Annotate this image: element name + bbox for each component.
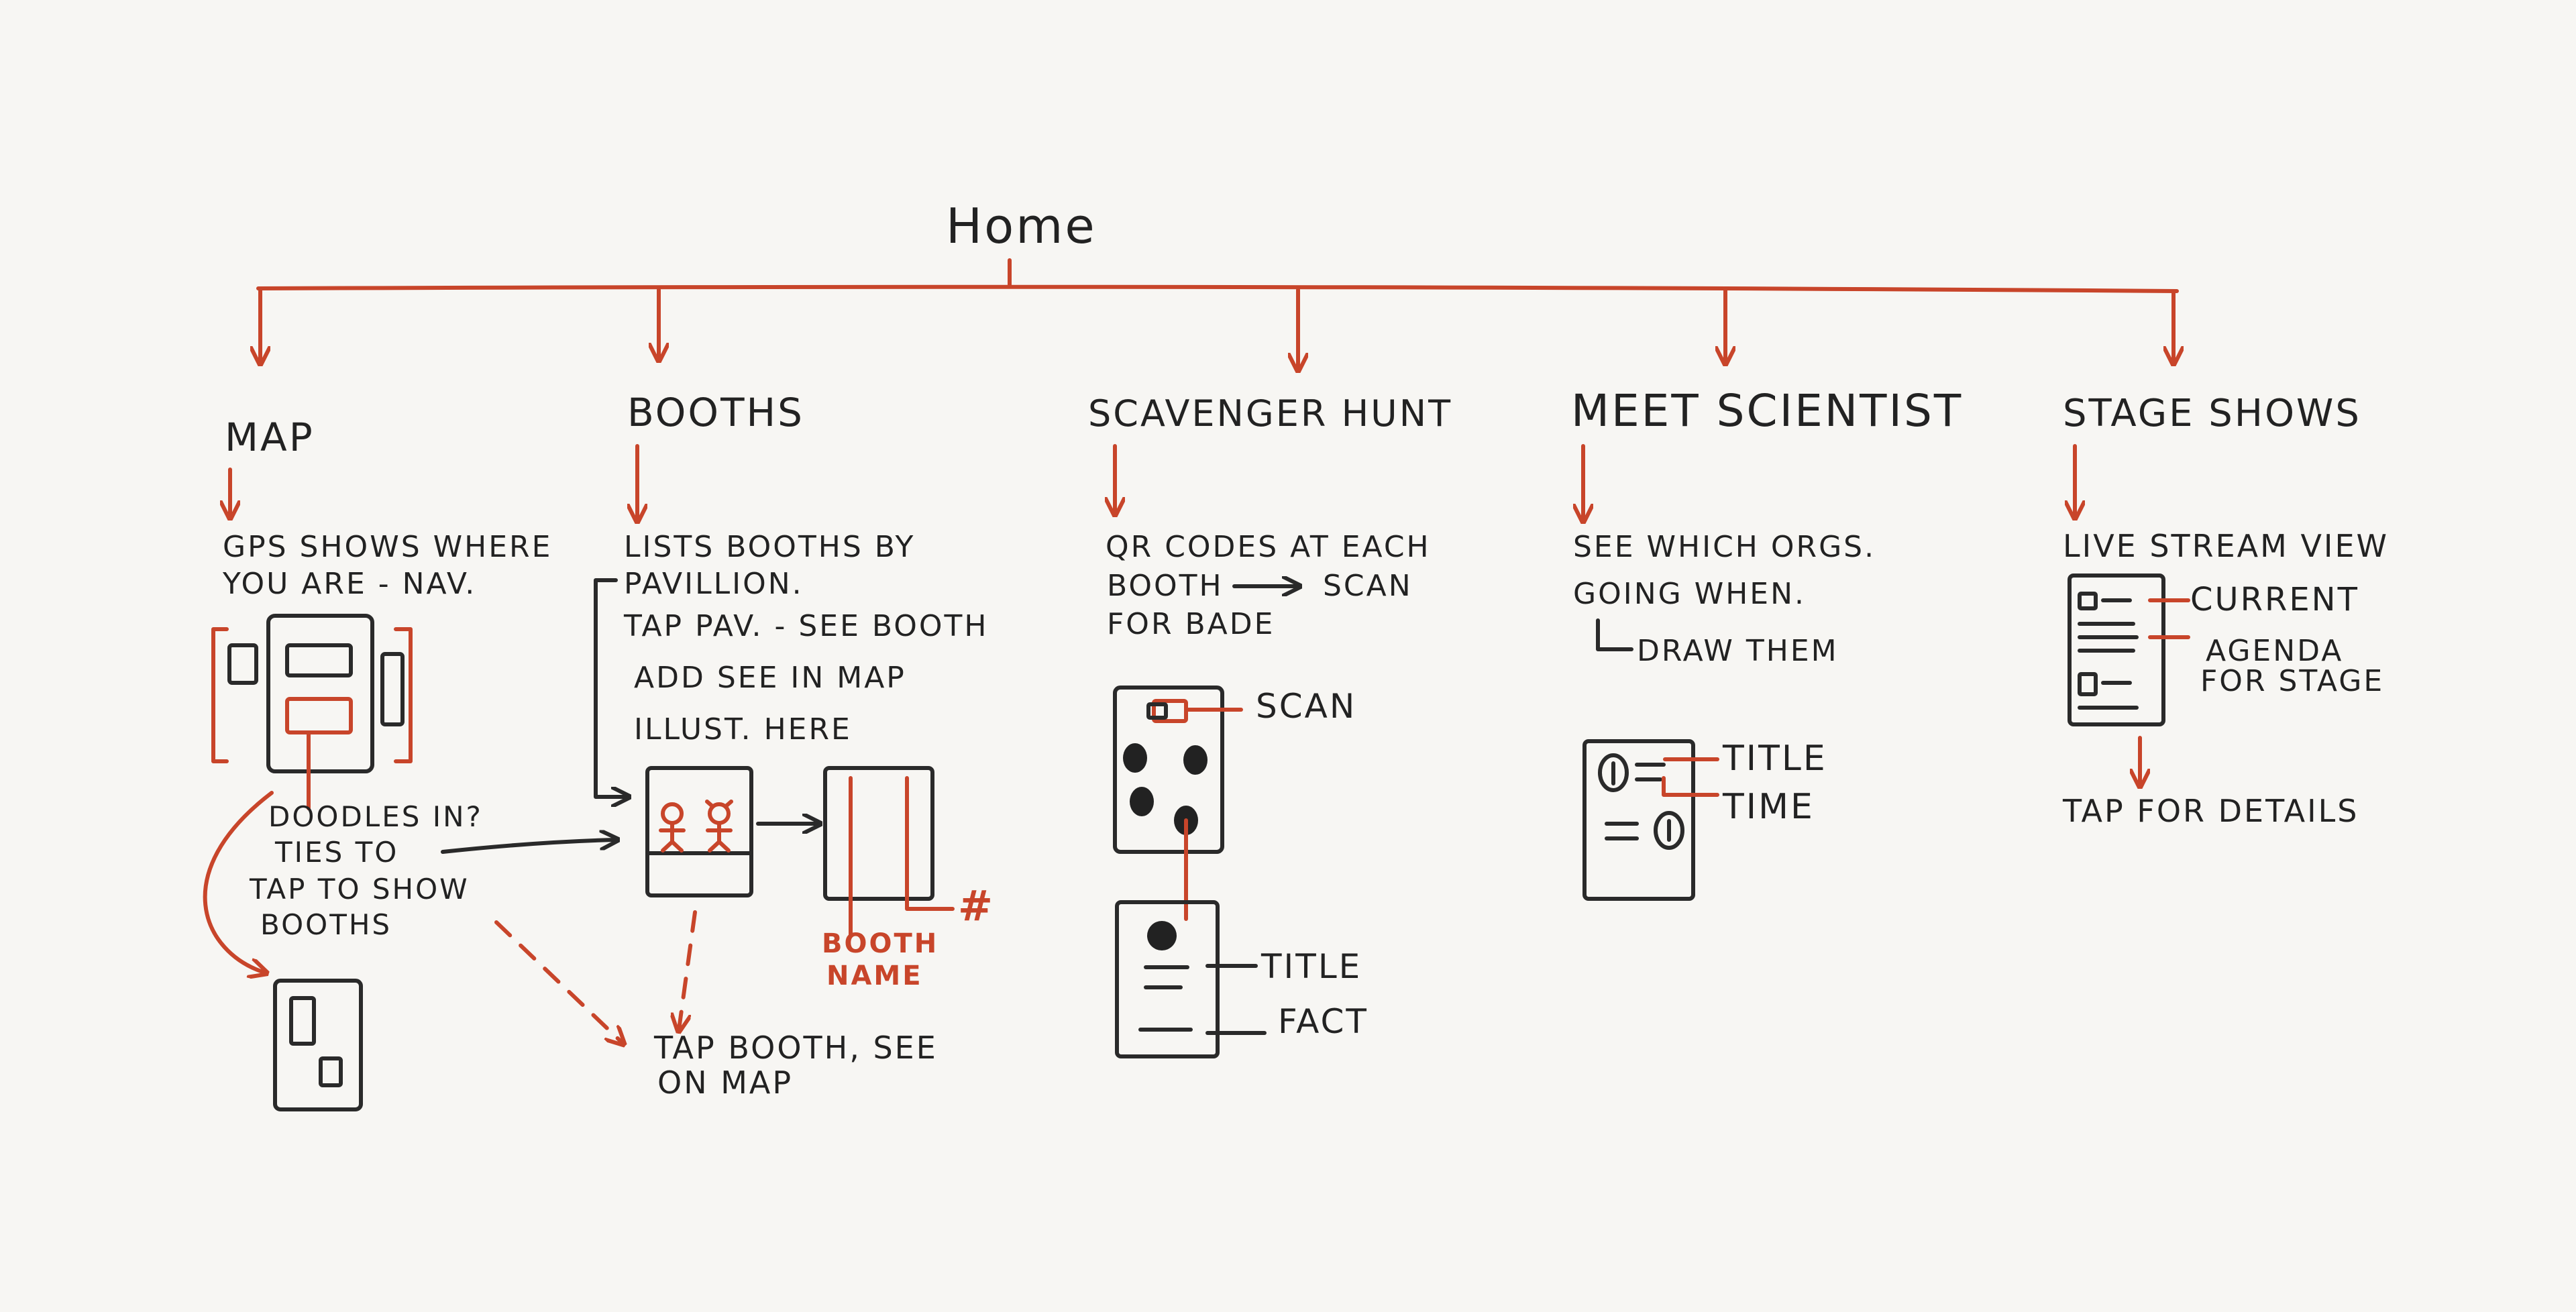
booth-name-label-2: name: [826, 961, 923, 991]
stage-current-label: Current: [2190, 581, 2359, 618]
scan-dot-1: [1123, 743, 1147, 773]
map-tile-selected: [285, 697, 353, 734]
scientist-desc-elbow: [1596, 618, 1633, 651]
scavenger-title: Scavenger Hunt: [1088, 392, 1452, 435]
fact-card-dot: [1147, 921, 1177, 950]
left-bracket: [211, 627, 229, 763]
map-curve-arrow: [203, 791, 274, 973]
map-title: Map: [225, 415, 315, 460]
map-small-rect-2: [319, 1056, 343, 1087]
fact-card-wireframe: [1115, 900, 1220, 1058]
map-desc-2: you are - nav.: [222, 567, 476, 601]
booth-to-map-arrow: [679, 910, 697, 1030]
right-bracket: [394, 627, 413, 763]
scientist-desc-2: going when.: [1573, 577, 1806, 611]
scan-dot-2: [1183, 745, 1208, 775]
booths-title: Booths: [627, 390, 804, 435]
home-branch-line: [256, 284, 2179, 293]
map-section: Map GPS shows where you are - nav. Doodl…: [203, 415, 623, 1111]
home-title: Home: [946, 198, 1097, 254]
stage-agenda-label-1: Agenda: [2206, 634, 2343, 668]
scientist-avatar-2: [1654, 811, 1684, 850]
map-doodles-1: Doodles in?: [268, 800, 483, 833]
left-panel: [227, 643, 258, 685]
booths-desc-3: Tap pav. - see booth: [623, 609, 989, 643]
stage-icon-2: [2078, 672, 2098, 696]
map-doodles-2: ties to: [274, 836, 398, 869]
stage-phone-wireframe: [2068, 573, 2165, 726]
scavenger-desc-scan: scan: [1323, 569, 1413, 603]
scan-label: Scan: [1256, 687, 1356, 726]
stage-section: Stage shows Live stream view Current Age…: [2062, 392, 2389, 829]
booths-desc-4: add see in map: [634, 661, 906, 695]
stage-agenda-label-2: for stage: [2200, 664, 2384, 698]
qr-scan-inner: [1146, 702, 1168, 720]
tap-to-show-arrow: [494, 920, 623, 1043]
booth-detail-wireframe: [823, 766, 934, 901]
fact-label: Fact: [1278, 1002, 1368, 1041]
scientist-desc-1: See which orgs.: [1573, 530, 1876, 564]
time-pointer: [1662, 776, 1719, 797]
scavenger-section: Scavenger Hunt QR codes at each booth sc…: [1088, 392, 1452, 1058]
booths-desc-2: pavillion.: [624, 567, 804, 601]
map-phone-small: [273, 979, 363, 1111]
scientist-time-label: Time: [1722, 787, 1815, 827]
stage-title: Stage shows: [2063, 392, 2361, 435]
pavillion-figure-1: [659, 802, 686, 853]
map-phone-wireframe: [266, 614, 374, 773]
scavenger-desc-3: for bade: [1107, 607, 1275, 641]
map-desc-1: GPS shows where: [223, 530, 552, 564]
scan-dot-3: [1130, 787, 1154, 816]
scientist-section: Meet Scientist See which orgs. going whe…: [1571, 385, 1963, 901]
scientist-title: Meet Scientist: [1571, 385, 1963, 437]
pavillion-figure-2: [705, 800, 733, 853]
pavillion-bracket-arrow: [594, 578, 627, 797]
booth-number-line: [905, 776, 955, 911]
right-panel: [380, 652, 405, 726]
scientist-card-wireframe: [1582, 739, 1695, 901]
booth-hash: #: [958, 881, 995, 930]
booths-section: Booths Lists booths by pavillion. Tap pa…: [594, 390, 995, 1101]
booths-desc-1: Lists booths by: [624, 530, 915, 564]
map-doodles-4: booths: [260, 908, 392, 941]
booths-desc-5: illust. here: [634, 712, 852, 747]
card-title-label: Title: [1260, 947, 1362, 986]
stage-icon-1: [2078, 592, 2098, 610]
stage-desc: Live stream view: [2063, 528, 2389, 564]
map-tile-top: [285, 643, 353, 677]
booths-tap-2: on map: [657, 1064, 793, 1101]
scavenger-desc-1: QR codes at each: [1106, 530, 1431, 564]
pavillion-list-wireframe: [645, 766, 753, 897]
booth-name-label-1: Booth: [822, 928, 938, 959]
scientist-desc-3: draw them: [1637, 634, 1839, 668]
ties-to-arrow: [441, 840, 616, 854]
map-doodles-3: tap to show: [249, 873, 470, 906]
scientist-title-label: Title: [1722, 739, 1827, 779]
map-small-rect-1: [289, 996, 316, 1046]
stage-tap-details: Tap for details: [2062, 793, 2359, 829]
scientist-avatar-1: [1598, 753, 1629, 792]
booths-tap-1: Tap booth, see: [653, 1030, 938, 1066]
scavenger-desc-2: booth: [1107, 569, 1224, 603]
scan-phone-wireframe: [1113, 686, 1224, 854]
